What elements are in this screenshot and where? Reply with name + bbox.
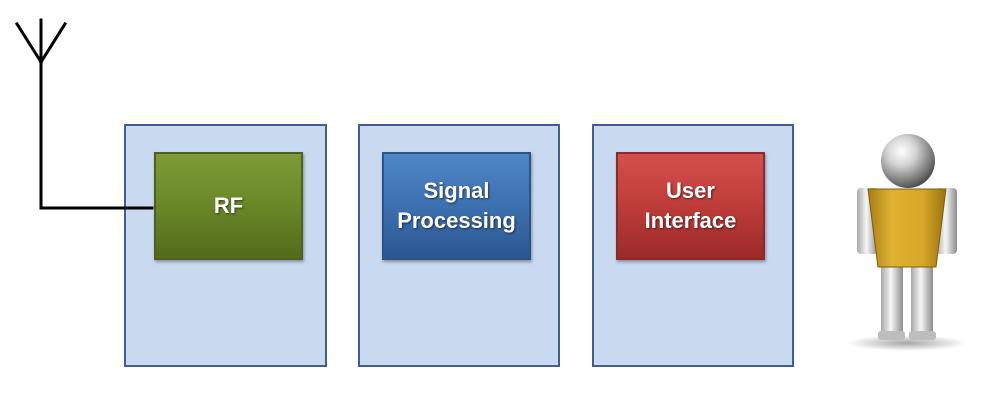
signal-processing-block: Signal Processing: [382, 152, 531, 260]
rf-block: RF: [154, 152, 303, 260]
rf-label: RF: [213, 193, 244, 218]
signal-processing-label-line2: Processing: [397, 208, 516, 233]
signal-processing-label-line1: Signal: [423, 178, 490, 203]
user-interface-block: User Interface: [616, 152, 765, 260]
user-interface-label-line2: Interface: [644, 208, 737, 233]
user-interface-label-line1: User: [666, 178, 715, 203]
